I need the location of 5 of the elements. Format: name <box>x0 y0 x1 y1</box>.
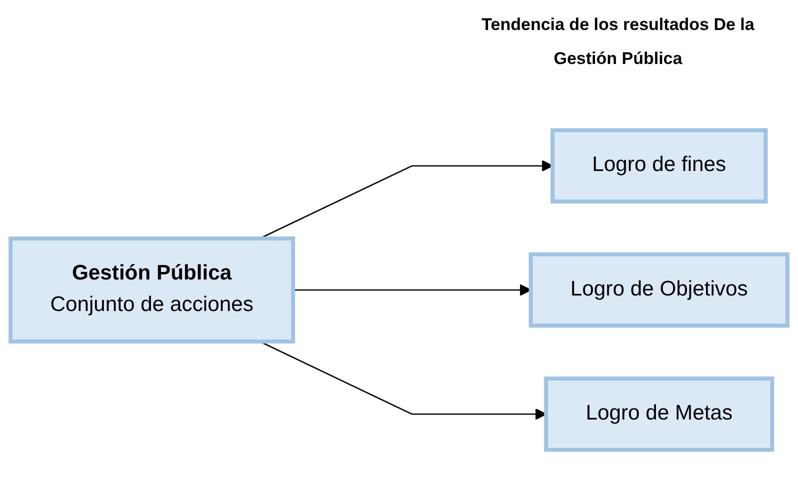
node-box: Gestión Pública Conjunto de acciones <box>8 236 296 344</box>
node-box: Logro de Objetivos <box>528 252 790 328</box>
diagram-title: Tendencia de los resultados De la Gestión Pública <box>480 14 756 70</box>
node-box: Logro de Metas <box>544 376 774 452</box>
node-box: Logro de fines <box>550 128 768 204</box>
